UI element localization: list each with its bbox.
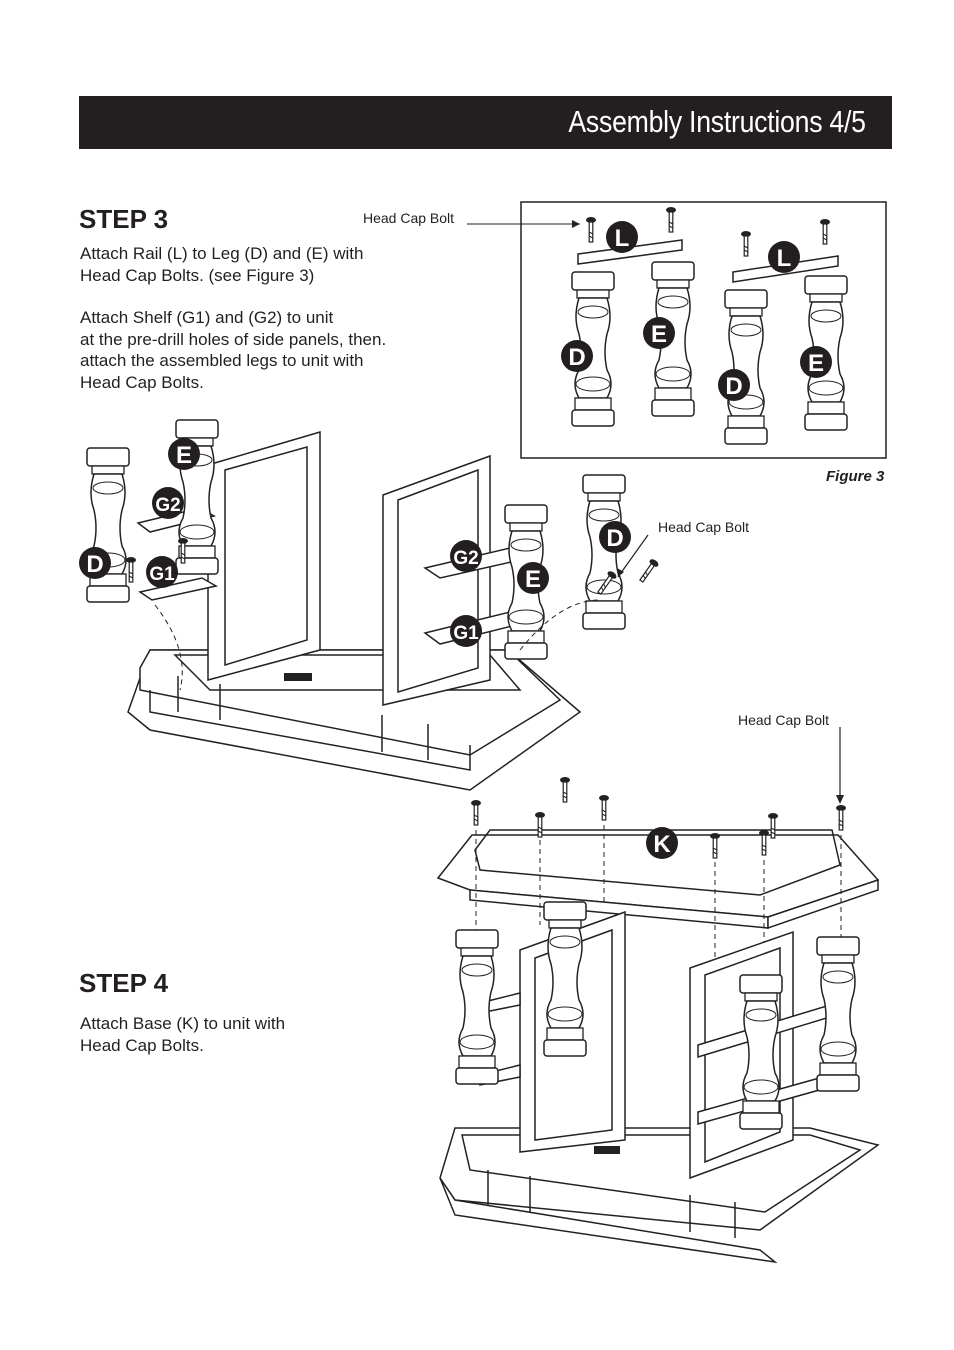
svg-text:D: D <box>725 373 742 400</box>
badge-D-fig3-2: D <box>718 369 750 401</box>
step4-heading: STEP 4 <box>79 968 169 998</box>
badge-G1-step3-right: G1 <box>450 615 482 647</box>
bolt-icon <box>470 799 482 826</box>
badge-K-step4: K <box>646 827 678 859</box>
svg-text:G2: G2 <box>453 548 478 569</box>
figure3-caption: Figure 3 <box>826 468 885 485</box>
badge-L-1: L <box>606 221 638 253</box>
svg-text:G2: G2 <box>155 495 180 516</box>
svg-text:D: D <box>86 551 103 578</box>
latch-icon <box>594 1146 620 1154</box>
callout-head-cap-bolt-step4: Head Cap Bolt <box>738 712 830 728</box>
svg-text:L: L <box>777 245 792 272</box>
step4-instruction: Attach Base (K) to unit with Head Cap Bo… <box>80 1014 286 1055</box>
arrow-icon <box>836 795 844 804</box>
bolt-icon <box>665 206 677 233</box>
arrow-icon <box>572 220 580 228</box>
bolt-icon <box>819 218 831 245</box>
bolt-icon <box>534 811 546 838</box>
bolt-icon <box>559 776 571 803</box>
badge-E-fig3-1: E <box>643 317 675 349</box>
svg-text:E: E <box>808 350 824 377</box>
svg-text:L: L <box>615 225 630 252</box>
step3-side-panel-right <box>382 454 491 706</box>
latch-icon <box>284 673 312 681</box>
badge-E-step3-right: E <box>517 562 549 594</box>
svg-text:G1: G1 <box>453 623 479 644</box>
step3-instruction-1: Attach Rail (L) to Leg (D) and (E) with … <box>80 244 364 285</box>
guide-line <box>154 604 183 691</box>
figure3-frame <box>520 201 887 459</box>
badge-G1-step3-left: G1 <box>146 556 178 588</box>
header-bar: Assembly Instructions 4/5 <box>79 96 892 149</box>
leader-line <box>617 534 649 578</box>
badge-E-fig3-2: E <box>800 346 832 378</box>
step3-base-frame <box>127 649 582 791</box>
svg-text:G1: G1 <box>149 564 175 585</box>
step4-guide-lines <box>475 825 842 975</box>
figure3-leg-D-2 <box>724 289 768 445</box>
step4-lower-frame <box>439 1127 880 1264</box>
svg-text:D: D <box>568 344 585 371</box>
badge-D-step3-left: D <box>79 547 111 579</box>
bolt-icon <box>598 794 610 821</box>
page-title: Assembly Instructions 4/5 <box>568 104 867 139</box>
badge-D-step3-right: D <box>599 521 631 553</box>
figure3-rail-L-1 <box>577 239 683 265</box>
badge-D-fig3-1: D <box>561 340 593 372</box>
arrow-icon <box>617 568 624 577</box>
callout-head-cap-bolt-step3: Head Cap Bolt <box>658 519 750 535</box>
bolt-icon <box>835 804 847 831</box>
svg-text:E: E <box>525 566 541 593</box>
bolt-icon <box>585 216 597 243</box>
step3-side-panel-left <box>207 430 321 681</box>
badge-G2-step3-right: G2 <box>450 540 482 572</box>
callout-head-cap-bolt-figure3: Head Cap Bolt <box>363 210 455 226</box>
bolt-icon <box>740 230 752 257</box>
guide-line <box>519 599 601 651</box>
badge-E-step3-left: E <box>168 438 200 470</box>
badge-G2-step3-left: G2 <box>152 487 184 519</box>
step3-heading: STEP 3 <box>79 204 169 234</box>
svg-text:K: K <box>653 831 671 858</box>
bolt-icon <box>125 556 137 583</box>
svg-text:E: E <box>176 442 192 469</box>
bolt-icon <box>636 557 661 585</box>
svg-text:E: E <box>651 321 667 348</box>
step3-instruction-2: Attach Shelf (G1) and (G2) to unit at th… <box>80 308 387 392</box>
badge-L-2: L <box>768 241 800 273</box>
step4-base-K <box>436 829 880 930</box>
svg-text:D: D <box>606 525 623 552</box>
